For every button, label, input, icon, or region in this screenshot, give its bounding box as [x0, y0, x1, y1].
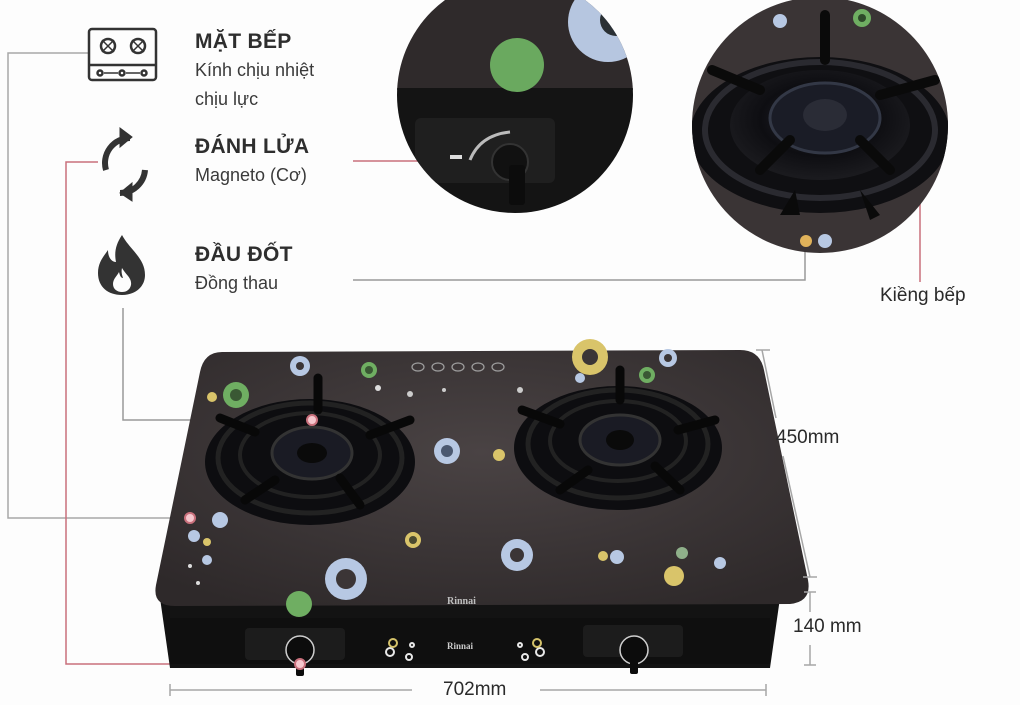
- feature-desc: chịu lực: [195, 89, 259, 109]
- callout-pan-support: Kiềng bếp: [880, 285, 966, 306]
- right-burner: [514, 365, 722, 510]
- cooktop: [155, 339, 809, 676]
- feature-title: ĐÁNH LỬA: [195, 135, 310, 158]
- dimension-width: 702mm: [443, 679, 507, 700]
- callout-markers: [184, 414, 318, 670]
- feature-title: MẶT BẾP: [195, 30, 292, 53]
- zoom-knob-detail: [397, 0, 633, 213]
- zoom-burner-detail: [692, 0, 948, 253]
- ignition-cycle-icon: [102, 127, 148, 202]
- feature-desc: Kính chịu nhiệt: [195, 60, 315, 80]
- flame-icon: [98, 235, 145, 295]
- feature-cooktop-surface: MẶT BẾP Kính chịu nhiệt chịu lực: [195, 30, 314, 114]
- dimension-height: 140 mm: [793, 616, 862, 637]
- feature-title: ĐẦU ĐỐT: [195, 243, 293, 266]
- dimension-lines: [169, 349, 817, 696]
- feature-desc: Đồng thau: [195, 273, 279, 293]
- feature-desc: Magneto (Cơ): [195, 165, 307, 185]
- glass-dot-pattern: [188, 339, 726, 617]
- left-burner: [205, 373, 415, 525]
- dimension-depth: 450mm: [776, 427, 840, 448]
- brand-logo-glass: Rinnai: [447, 596, 476, 607]
- cooktop-icon: [87, 27, 158, 82]
- brand-logo-panel: Rinnai: [447, 641, 474, 651]
- feature-burner-head: ĐẦU ĐỐT Đồng thau: [195, 243, 293, 298]
- feature-ignition: ĐÁNH LỬA Magneto (Cơ): [195, 135, 309, 190]
